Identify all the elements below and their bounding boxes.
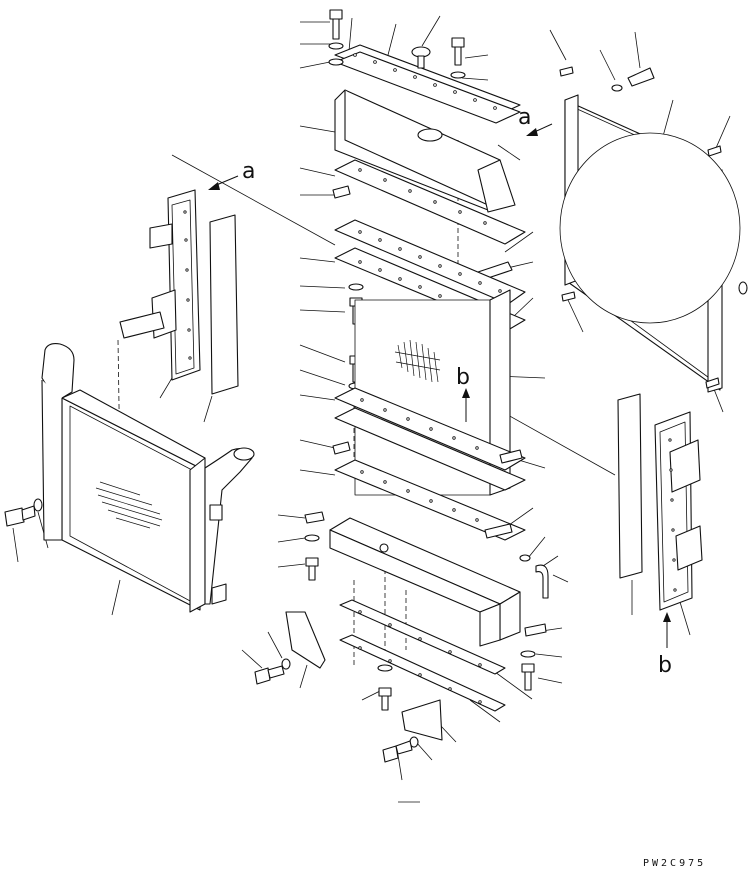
view-arrow-b-center: b bbox=[456, 365, 470, 422]
gasket-strip-1 bbox=[334, 159, 526, 245]
view-arrow-a-left: a bbox=[208, 159, 255, 190]
gasket-strip-lower-holes bbox=[360, 398, 479, 522]
seal-strip-holes-top bbox=[353, 53, 497, 110]
clip-7 bbox=[524, 623, 547, 637]
bolt-bracket-left bbox=[254, 658, 291, 685]
lower-cover bbox=[329, 517, 521, 647]
gasket-strip-1-holes bbox=[358, 168, 487, 225]
side-plate-right bbox=[654, 411, 703, 611]
fan-shroud-hardware bbox=[559, 66, 748, 389]
seal-right bbox=[617, 393, 643, 579]
bolt-top-left bbox=[329, 9, 343, 40]
hose bbox=[535, 564, 549, 599]
bolt-lower-right bbox=[520, 650, 536, 691]
bolt-aftercooler bbox=[4, 498, 43, 527]
view-arrow-a-right: a bbox=[518, 105, 553, 136]
fan-shroud bbox=[559, 94, 741, 393]
support-bar-lower bbox=[339, 634, 506, 712]
leader-lines bbox=[12, 15, 731, 781]
grommet bbox=[519, 554, 531, 562]
bracket-right bbox=[401, 699, 443, 741]
aftercooler-fins bbox=[95, 481, 163, 529]
bolt-top-right bbox=[450, 37, 466, 79]
center-panel-hatch bbox=[394, 339, 441, 383]
side-plate-left bbox=[119, 189, 201, 381]
view-label-a-right: a bbox=[518, 105, 531, 130]
seal-left bbox=[209, 214, 239, 395]
washer-top-left bbox=[328, 42, 344, 66]
view-label-b-right: b bbox=[658, 653, 672, 678]
aftercooler-outlet-pipe bbox=[204, 447, 255, 605]
support-bar-holes bbox=[358, 610, 482, 704]
view-label-b-center: b bbox=[456, 365, 470, 390]
side-plate-right-holes bbox=[668, 438, 677, 592]
upper-seal-strip-top bbox=[334, 44, 521, 124]
bolt-lower-left bbox=[304, 534, 320, 581]
side-plate-left-holes bbox=[183, 210, 192, 360]
clip-3 bbox=[332, 441, 351, 455]
bolt-bottom-center bbox=[377, 664, 393, 711]
view-label-a-left: a bbox=[242, 159, 255, 184]
support-bar-upper bbox=[339, 599, 506, 675]
clip-5 bbox=[304, 511, 325, 524]
clip-1 bbox=[332, 185, 351, 199]
cap bbox=[411, 46, 431, 69]
upper-cover bbox=[334, 89, 516, 213]
clip-4 bbox=[499, 449, 523, 464]
bolt-bracket-right bbox=[382, 736, 419, 763]
view-arrow-b-right: b bbox=[658, 612, 672, 678]
aftercooler-core bbox=[61, 389, 206, 613]
drawing-code: PW2C975 bbox=[643, 858, 706, 869]
aftercooler-inlet-pipe bbox=[41, 343, 75, 541]
bracket-left bbox=[285, 611, 326, 669]
clip-6 bbox=[484, 523, 513, 539]
